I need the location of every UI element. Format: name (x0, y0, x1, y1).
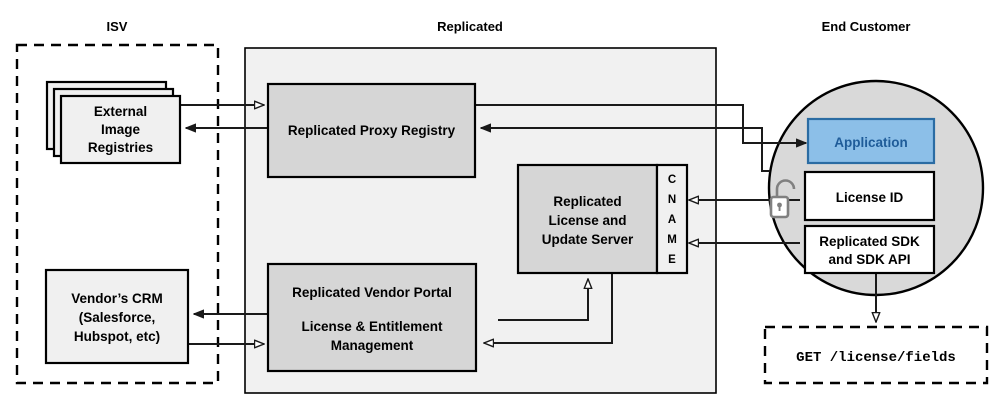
external-registries-label-line2: Image (101, 122, 141, 137)
vendor-crm-label-line1: Vendor’s CRM (71, 291, 163, 306)
cname-strip[interactable] (655, 163, 689, 275)
application-box[interactable] (806, 117, 936, 165)
region-title-replicated: Replicated (437, 19, 503, 34)
cname-letter-n: N (668, 194, 676, 206)
external-registries-label-line3: Registries (88, 140, 153, 155)
api-call-label: GET /license/fields (796, 350, 956, 366)
cname-letter-m: M (667, 234, 677, 246)
replicated-sdk-label-line2: and SDK API (828, 252, 910, 267)
vendor-portal-label-line3: Management (331, 338, 414, 353)
cname-letter-e: E (668, 254, 676, 266)
vendor-crm-box[interactable] (44, 268, 190, 365)
vendor-portal-label-line2: License & Entitlement (301, 319, 443, 334)
region-title-isv: ISV (107, 19, 128, 34)
vendor-portal-label-line1: Replicated Vendor Portal (292, 285, 452, 300)
external-registries-label-line1: External (94, 104, 147, 119)
license-server-label-line3: Update Server (542, 232, 634, 247)
unlock-icon (769, 179, 796, 219)
api-call-box (763, 325, 989, 385)
cname-letter-c: C (668, 174, 676, 186)
replicated-proxy-registry-box[interactable] (266, 82, 477, 179)
replicated-vendor-portal-box[interactable] (266, 262, 478, 373)
replicated-sdk-box[interactable] (803, 224, 936, 275)
isv-region (15, 43, 220, 385)
vendor-crm-label-line2: (Salesforce, (79, 310, 156, 325)
vendor-crm-label-line3: Hubspot, etc) (74, 329, 160, 344)
flow-customer-to-proxy (481, 128, 770, 172)
replicated-sdk-label-line1: Replicated SDK (819, 234, 920, 249)
application-label: Application (834, 135, 908, 150)
license-server-label-line1: Replicated (553, 194, 621, 209)
flow-proxy-to-application (475, 104, 806, 143)
region-title-end-customer: End Customer (822, 19, 911, 34)
external-registries-box[interactable] (59, 94, 182, 165)
flow-licenseserver-to-vendorportal (484, 273, 613, 343)
license-id-label: License ID (836, 190, 904, 205)
flow-vendorportal-to-licenseserver (498, 279, 588, 321)
license-id-box[interactable] (803, 170, 936, 222)
replicated-proxy-registry-label: Replicated Proxy Registry (288, 123, 456, 138)
replicated-license-update-server-box[interactable] (516, 163, 659, 275)
cname-letter-a: A (668, 214, 676, 226)
license-server-label-line2: License and (548, 213, 626, 228)
